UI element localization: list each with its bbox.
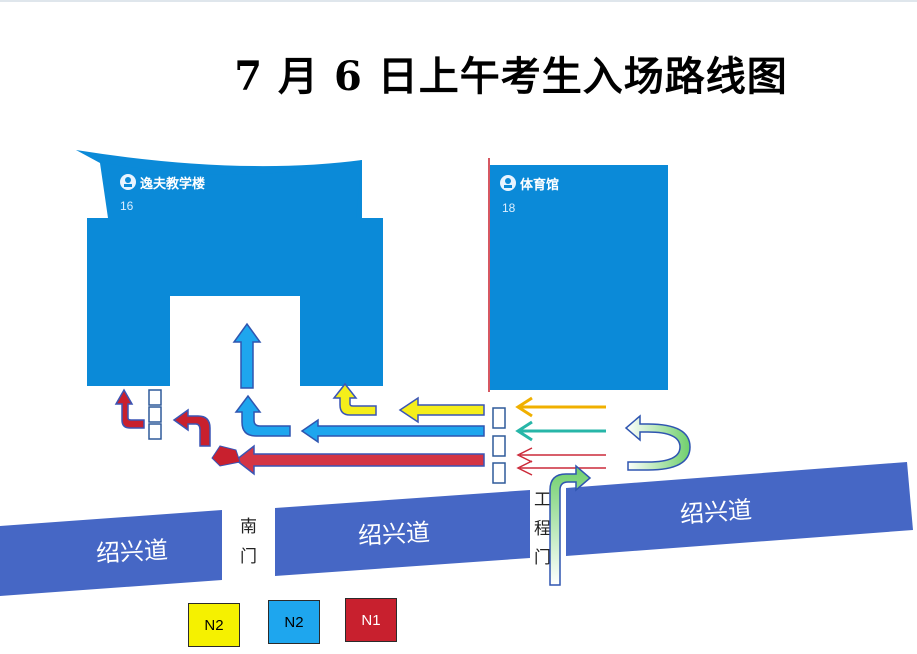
svg-text:门: 门 [240,547,257,567]
entry-arrow-orange [515,396,606,418]
route-arrow-red-4 [114,388,145,429]
building-gym-name: 体育馆 [520,177,559,193]
building-marker-icon [500,175,516,191]
road-segment-east [566,462,913,556]
page-title: 7 月 6 日上午考生入场路线图 [234,53,788,100]
road-label-west: 绍兴道 [95,536,168,568]
legend-item-n1-red: N1 [345,598,397,642]
building-gym-shape [490,165,668,390]
road-label-middle: 绍兴道 [357,518,430,550]
top-border [0,0,917,2]
route-arrow-red-1 [234,444,485,476]
building-yifu: 逸夫教学楼 16 [76,150,383,395]
legend-item-n2-blue: N2 [268,600,320,644]
route-arrow-blue-2 [234,394,291,437]
road-label-east: 绍兴道 [679,496,753,529]
gate-south: 南 门 [240,517,257,567]
road-segment-west [0,510,222,596]
route-arrow-red-3 [172,408,211,447]
svg-text:工: 工 [534,490,551,510]
building-gym-number: 18 [502,201,516,215]
building-yifu-number: 16 [120,199,134,213]
building-gym: 体育馆 18 [488,158,668,392]
svg-text:南: 南 [240,517,257,537]
checkpoint-right [492,407,506,484]
road-shaoxing: 绍兴道 绍兴道 绍兴道 [0,462,913,596]
building-marker-icon [120,174,136,190]
road-segment-middle [275,490,530,576]
route-arrow-blue-3 [232,322,262,389]
building-yifu-name: 逸夫教学楼 [140,176,205,192]
route-arrow-yellow-1 [398,396,485,424]
svg-text:程: 程 [534,519,551,539]
svg-text:门: 门 [534,548,551,568]
entry-arrow-green-up [549,464,592,586]
entry-arrow-green-uturn [624,414,691,471]
entry-arrow-red-thin [516,447,606,476]
route-arrow-blue-1 [300,418,485,444]
entry-arrow-teal [515,420,606,442]
legend-item-n2-yellow: N2 [188,603,240,647]
gate-engineering: 工 程 门 [534,490,551,568]
checkpoint-left [148,389,162,440]
route-arrow-red-2 [211,445,241,467]
route-arrow-yellow-2 [332,382,377,416]
